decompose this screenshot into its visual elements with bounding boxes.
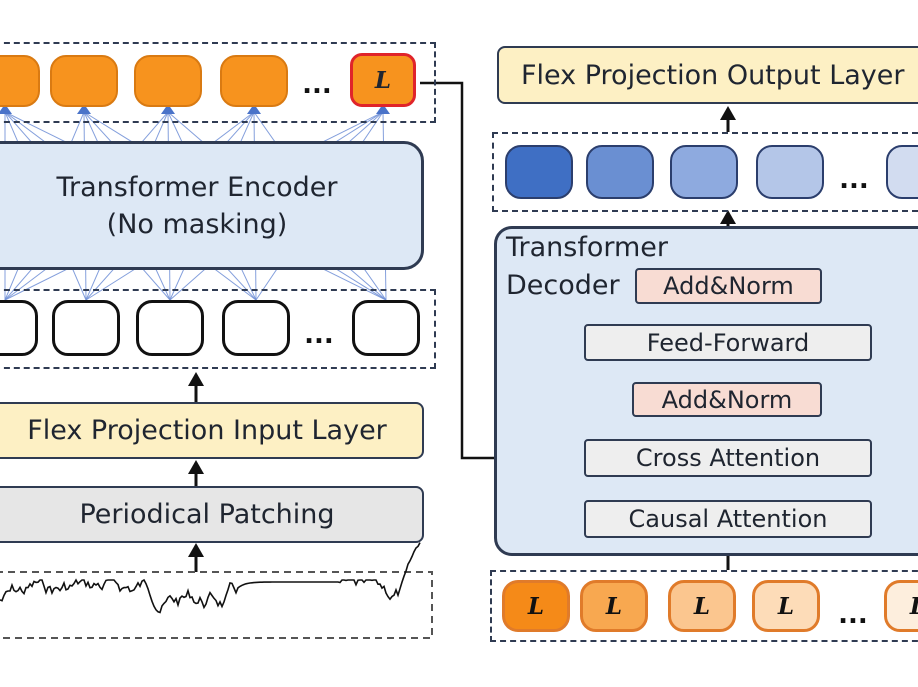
decoder-input-token: L [668, 580, 736, 632]
transformer-encoder-block [0, 141, 424, 270]
transformer-encoder-title: Transformer Encoder [56, 171, 338, 203]
causal-attention-layer: Causal Attention [584, 500, 872, 538]
encoder-output-token [220, 55, 288, 107]
encoder-output-highlight-token: L [350, 53, 416, 107]
add-norm-top: Add&Norm [635, 268, 822, 304]
decoder-input-token: L [752, 580, 820, 632]
decoder-output-token [756, 145, 824, 199]
decoder-input-token: L [502, 580, 570, 632]
encoder-input-ellipsis: ... [304, 320, 334, 350]
arrowhead-patching-to-input [188, 460, 204, 474]
encoder-output-ellipsis: ... [302, 70, 332, 100]
decoder-input-ellipsis: ... [838, 600, 868, 630]
decoder-output-token-box [492, 132, 918, 212]
flex-projection-input-layer: Flex Projection Input Layer [0, 402, 424, 459]
encoder-input-token [352, 300, 420, 356]
decoder-input-token: L [884, 580, 918, 632]
decoder-input-token-box [490, 570, 918, 642]
attention-arrowhead [247, 104, 261, 114]
encoder-input-token [222, 300, 290, 356]
encoder-input-token-box [0, 289, 436, 369]
attention-arrowhead [0, 104, 12, 114]
encoder-input-token [136, 300, 204, 356]
arrowhead-input-to-tokens [188, 372, 204, 386]
arrowhead-blue-tokens-to-output [720, 106, 736, 120]
transformer-encoder-subtitle: (No masking) [106, 208, 288, 240]
cross-attention-layer: Cross Attention [584, 439, 872, 477]
decoder-output-token [670, 145, 738, 199]
decoder-output-token [886, 145, 918, 199]
encoder-input-token [0, 300, 38, 356]
arrowhead-addnorm-to-blue-tokens [720, 210, 736, 224]
attention-arrowhead [376, 104, 390, 114]
encoder-input-token [52, 300, 120, 356]
time-series-box [0, 571, 433, 639]
attention-arrowhead [161, 104, 175, 114]
periodical-patching-layer: Periodical Patching [0, 486, 424, 543]
decoder-output-token [586, 145, 654, 199]
transformer-decoder-label-line1: Transformer [506, 232, 669, 263]
add-norm-middle: Add&Norm [632, 382, 822, 417]
transformer-decoder-label-line2: Decoder [506, 270, 620, 301]
attention-arrowhead [77, 104, 91, 114]
feed-forward-layer: Feed-Forward [584, 324, 872, 361]
encoder-output-token [134, 55, 202, 107]
decoder-input-token: L [580, 580, 648, 632]
decoder-output-token [505, 145, 573, 199]
arrowhead-series-to-patching [188, 543, 204, 557]
flex-projection-output-layer: Flex Projection Output Layer [497, 46, 918, 104]
decoder-output-ellipsis: ... [839, 165, 869, 195]
encoder-output-token [50, 55, 118, 107]
time-series-line [0, 542, 421, 614]
encoder-output-token-box [0, 42, 436, 123]
encoder-output-token [0, 55, 40, 107]
